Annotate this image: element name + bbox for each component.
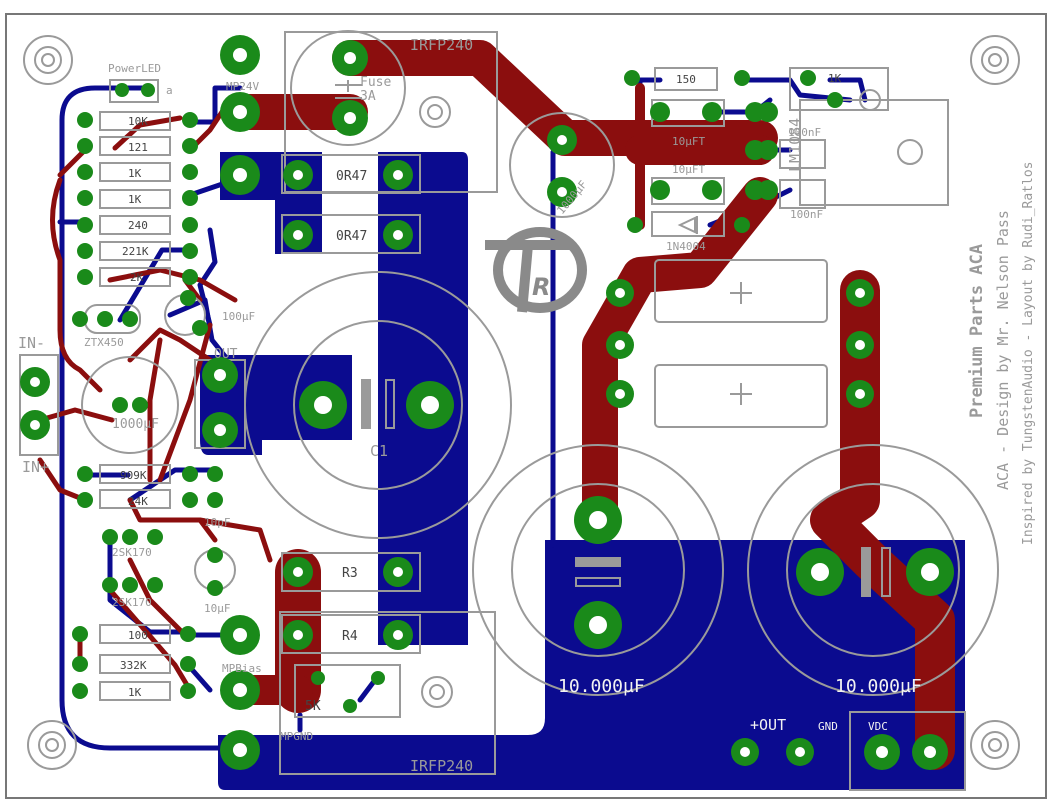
- label-r-240: 240: [128, 219, 148, 232]
- label-cap-10pf: 10pF: [204, 516, 231, 529]
- label-r-1k-bottom: 1K: [128, 686, 142, 699]
- label-mp24v: MP24V: [226, 80, 259, 93]
- label-r3: R3: [342, 566, 358, 581]
- label-cap-10000uf-2: 10.000µF: [835, 676, 922, 697]
- label-cap-100uf: 100µF: [222, 310, 255, 323]
- label-cap-10uf: 10µF: [204, 602, 231, 615]
- label-ztx450: ZTX450: [84, 336, 124, 349]
- label-cap-10000uf-1: 10.000µF: [558, 676, 645, 697]
- label-cap-10uft-1: 10µFT: [672, 135, 705, 148]
- label-q-2sk170-2: 2SK170: [112, 596, 152, 609]
- label-r-150: 150: [676, 73, 696, 86]
- label-pot-5k: 5K: [305, 699, 321, 714]
- label-r-100: 100: [128, 629, 148, 642]
- label-mpgnd: MPGND: [280, 730, 313, 743]
- label-in-plus: IN+: [22, 458, 49, 476]
- label-r-1k-2: 1K: [128, 167, 142, 180]
- drill-holes: [30, 48, 939, 758]
- label-r-0r47-1: 0R47: [336, 169, 367, 184]
- top-copper-layer: [37, 40, 955, 770]
- label-r4: R4: [342, 629, 358, 644]
- label-r-24k: 24K: [128, 495, 148, 508]
- label-irfp-bottom: IRFP240: [410, 757, 473, 775]
- label-cap-1000uf-in: 1000µF: [112, 417, 159, 432]
- label-plus-out: +OUT: [750, 716, 786, 734]
- label-fuse-value: 3A: [360, 89, 376, 104]
- board-title-block: Premium Parts ACA ACA - Design by Mr. Ne…: [967, 161, 1036, 545]
- label-diode: 1N4004: [666, 240, 706, 253]
- label-lm1084: LM1084: [786, 118, 804, 172]
- logo: R: [485, 227, 587, 313]
- label-out: OUT: [214, 347, 238, 362]
- label-cap-100nf-1: 100nF: [788, 126, 821, 139]
- label-r-2k: 2K: [130, 271, 144, 284]
- logo-text: R: [532, 273, 550, 301]
- label-r-909k: 909K: [120, 469, 147, 482]
- label-cap-10uft-2: 10µFT: [672, 163, 705, 176]
- label-vdc: VDC: [868, 720, 888, 733]
- label-mpbias: MPBias: [222, 662, 262, 675]
- label-power-led: PowerLED: [108, 62, 161, 75]
- label-r-0r47-2: 0R47: [336, 229, 367, 244]
- board-subtitle: ACA - Design by Mr. Nelson Pass: [994, 210, 1012, 490]
- component-symbols: [335, 80, 891, 597]
- board-title: Premium Parts ACA: [967, 244, 987, 418]
- label-power-led-a: a: [166, 84, 173, 97]
- label-r-10k: 10K: [128, 115, 148, 128]
- label-in-minus: IN-: [18, 334, 45, 352]
- board-credit: Inspired by TungstenAudio - Layout by Ru…: [1021, 161, 1036, 545]
- label-gnd: GND: [818, 720, 838, 733]
- label-r-1k-3: 1K: [128, 193, 142, 206]
- label-cap-100nf-2: 100nF: [790, 208, 823, 221]
- label-c1: C1: [370, 442, 388, 460]
- label-q-2sk170-1: 2SK170: [112, 546, 152, 559]
- label-r-221k: 221K: [122, 245, 149, 258]
- label-r-1k-reg: 1K: [828, 72, 842, 85]
- label-irfp-top: IRFP240: [410, 36, 473, 54]
- label-r-332k: 332K: [120, 659, 147, 672]
- label-fuse: Fuse: [360, 75, 391, 90]
- label-r-121: 121: [128, 141, 148, 154]
